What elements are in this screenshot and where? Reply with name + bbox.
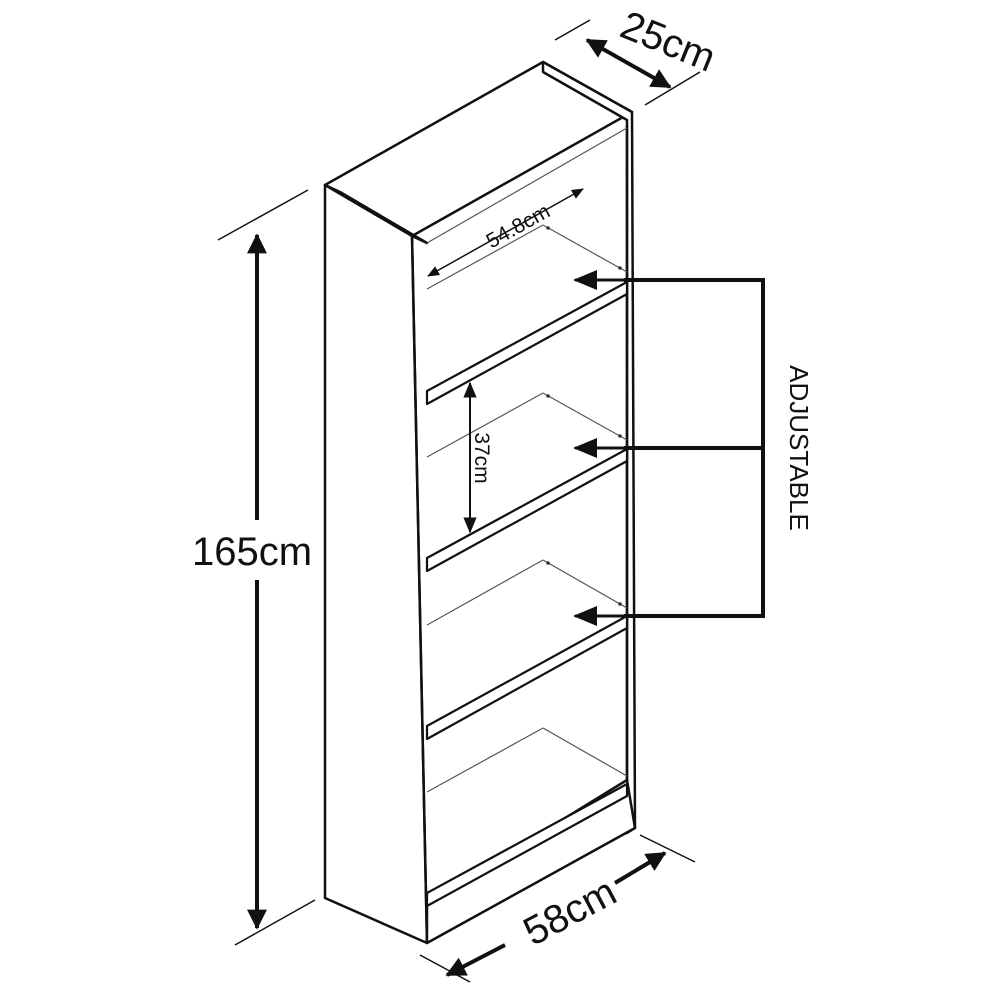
shelves [425,280,629,908]
inner-width-arrow [427,188,584,277]
shelf-1 [425,280,629,406]
shelf-3 [425,614,629,741]
adjustable-label: ADJUSTABLE [784,365,814,531]
shelf-4 [425,782,629,908]
height-label: 165cm [192,530,312,574]
width-dimension [419,834,696,983]
depth-dimension [554,19,701,106]
adjustable-bracket [624,278,765,618]
left-side-panel [323,183,429,945]
shelf-2 [425,447,629,573]
inner-width-label: 54.8cm [483,200,554,254]
front-left-edge [410,235,429,944]
depth-label: 25cm [614,3,721,80]
shelf-gap-label: 37cm [470,432,493,483]
height-dimension [217,189,316,946]
adjustable-arrows [573,270,624,626]
